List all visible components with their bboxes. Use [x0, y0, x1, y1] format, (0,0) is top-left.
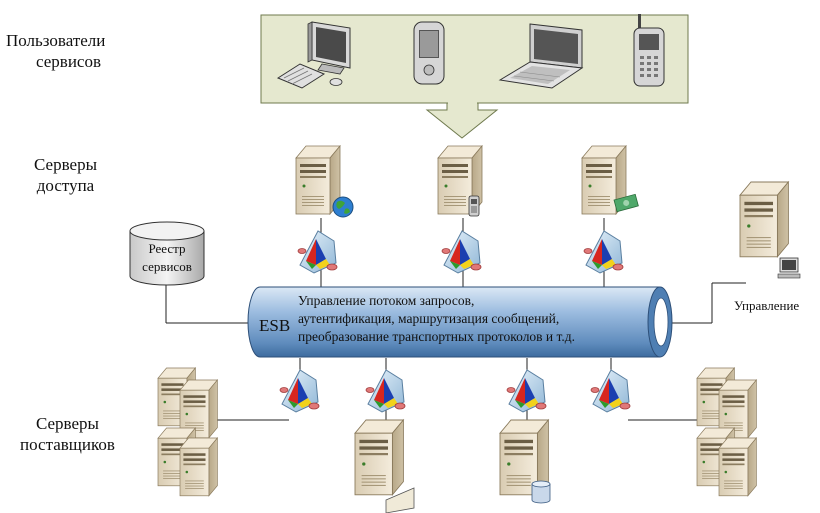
server-cluster-icon-right: [696, 367, 757, 497]
label-supplier-servers: Серверы поставщиков: [20, 414, 115, 454]
adapter-access-1: [297, 230, 338, 274]
server-cluster-icon: [157, 367, 218, 497]
globe-icon: [332, 196, 354, 218]
label-access-servers: Серверы доступа: [34, 155, 97, 195]
esb-label: ESB: [259, 316, 291, 335]
adapter-access-2: [441, 230, 482, 274]
esb-description: Управление потоком запросов, аутентифика…: [298, 293, 576, 344]
esb-bus: [247, 286, 673, 358]
desktop-icon: [276, 21, 351, 89]
money-icon: [613, 193, 639, 213]
registry-label: Реестр сервисов: [142, 241, 192, 274]
management-terminal-icon: [777, 257, 801, 279]
service-registry-db: [129, 221, 205, 286]
adapter-supplier-1: [279, 369, 320, 413]
adapter-access-3: [583, 230, 624, 274]
server-database-icon: [499, 419, 551, 504]
laptop-icon: [498, 23, 584, 89]
mobile-phone-icon: [633, 14, 665, 87]
phone-icon: [468, 195, 480, 217]
server-document-icon: [354, 419, 415, 513]
adapter-supplier-2: [365, 369, 406, 413]
pda-icon: [413, 21, 445, 85]
label-service-users: Пользователи сервисов: [6, 31, 106, 71]
adapter-supplier-4: [590, 369, 631, 413]
adapter-supplier-3: [506, 369, 547, 413]
management-label: Управление: [734, 298, 800, 313]
management-server: [739, 181, 789, 258]
